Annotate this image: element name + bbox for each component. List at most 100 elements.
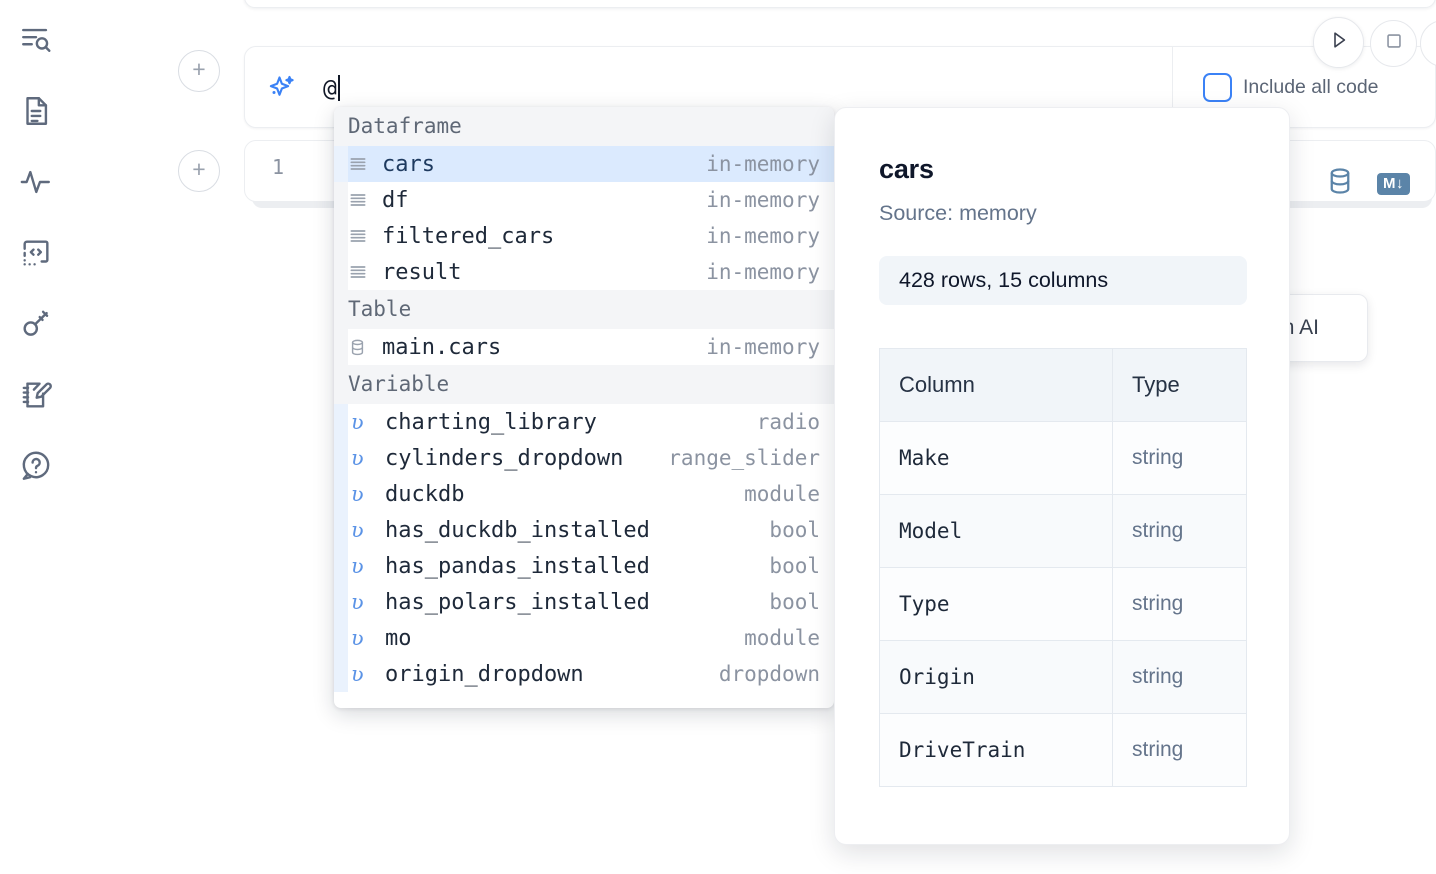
variable-icon: ʋ bbox=[351, 518, 364, 542]
autocomplete-item-label: filtered_cars bbox=[382, 223, 555, 249]
autocomplete-item-has-pandas-installed[interactable]: ʋ has_pandas_installed bool bbox=[334, 548, 834, 584]
column-name-cell: Make bbox=[879, 421, 1113, 495]
column-header: Type bbox=[1112, 348, 1247, 422]
column-name-cell: Origin bbox=[879, 640, 1113, 714]
ai-tooltip-label: h AI bbox=[1282, 316, 1319, 339]
dataframe-rows-icon bbox=[348, 190, 382, 210]
autocomplete-item-label: main.cars bbox=[382, 334, 502, 360]
autocomplete-item-type: dropdown bbox=[718, 662, 820, 686]
autocomplete-item-label: cylinders_dropdown bbox=[385, 445, 624, 471]
sparkles-icon bbox=[267, 73, 297, 103]
autocomplete-item-label: duckdb bbox=[385, 481, 465, 507]
autocomplete-item-type: radio bbox=[756, 410, 820, 434]
preview-title: cars bbox=[879, 154, 934, 184]
add-cell-button-top[interactable]: + bbox=[178, 50, 220, 92]
key-icon bbox=[19, 307, 53, 341]
autocomplete-item-cars[interactable]: cars in-memory bbox=[334, 146, 834, 182]
file-text-icon bbox=[19, 94, 53, 128]
sidebar-item-explorer-search[interactable] bbox=[12, 16, 60, 64]
cell-action-icons: M↓ bbox=[1325, 166, 1410, 201]
include-all-code-row[interactable]: Include all code bbox=[1203, 73, 1379, 102]
code-brackets-icon bbox=[19, 236, 53, 270]
autocomplete-item-label: charting_library bbox=[385, 409, 597, 435]
variable-icon: ʋ bbox=[351, 482, 364, 506]
autocomplete-item-type: in-memory bbox=[706, 188, 820, 212]
column-name-cell: Type bbox=[879, 567, 1113, 641]
autocomplete-item-type: bool bbox=[769, 590, 820, 614]
play-triangle-icon bbox=[1327, 28, 1351, 57]
preview-source: Source: memory bbox=[879, 201, 1037, 225]
sidebar-item-snippets[interactable] bbox=[12, 229, 60, 277]
cell-card-above bbox=[244, 0, 1436, 8]
variable-icon: ʋ bbox=[351, 410, 364, 434]
sidebar-item-help[interactable] bbox=[12, 442, 60, 490]
column-type-cell: string bbox=[1112, 640, 1247, 714]
autocomplete-item-label: has_pandas_installed bbox=[385, 553, 650, 579]
column-name-cell: Model bbox=[879, 494, 1113, 568]
text-caret bbox=[337, 74, 340, 101]
sidebar-item-scratchpad[interactable] bbox=[12, 371, 60, 419]
run-prompt-button[interactable] bbox=[1313, 17, 1364, 68]
ai-prompt-input[interactable]: @ bbox=[323, 75, 337, 102]
column-type-cell: string bbox=[1112, 713, 1247, 787]
list-search-icon bbox=[19, 23, 53, 57]
autocomplete-item-label: mo bbox=[385, 625, 412, 651]
autocomplete-item-label: df bbox=[382, 187, 409, 213]
autocomplete-item-label: cars bbox=[382, 151, 435, 177]
variable-icon: ʋ bbox=[351, 554, 364, 578]
include-all-code-checkbox[interactable] bbox=[1203, 73, 1232, 102]
autocomplete-item-df[interactable]: df in-memory bbox=[334, 182, 834, 218]
sidebar-item-secrets[interactable] bbox=[12, 300, 60, 348]
line-number: 1 bbox=[272, 155, 285, 179]
column-header: Column bbox=[879, 348, 1113, 422]
autocomplete-item-label: origin_dropdown bbox=[385, 661, 584, 687]
autocomplete-item-type: in-memory bbox=[706, 152, 820, 176]
sidebar-item-activity[interactable] bbox=[12, 158, 60, 206]
autocomplete-item-type: bool bbox=[769, 554, 820, 578]
stop-button[interactable] bbox=[1370, 20, 1417, 67]
sidebar-rail bbox=[0, 0, 72, 874]
autocomplete-item-filtered-cars[interactable]: filtered_cars in-memory bbox=[334, 218, 834, 254]
ai-prompt-input-area[interactable]: @ bbox=[245, 47, 1173, 128]
sidebar-item-documents[interactable] bbox=[12, 87, 60, 135]
database-icon[interactable] bbox=[1325, 166, 1355, 201]
autocomplete-item-type: in-memory bbox=[706, 224, 820, 248]
autocomplete-item-label: has_duckdb_installed bbox=[385, 517, 650, 543]
variable-icon: ʋ bbox=[351, 590, 364, 614]
autocomplete-item-cylinders-dropdown[interactable]: ʋ cylinders_dropdown range_slider bbox=[334, 440, 834, 476]
autocomplete-item-type: module bbox=[744, 626, 820, 650]
dataframe-rows-icon bbox=[348, 154, 382, 174]
autocomplete-item-type: bool bbox=[769, 518, 820, 542]
markdown-badge[interactable]: M↓ bbox=[1377, 172, 1410, 195]
autocomplete-group-header: Table bbox=[334, 290, 834, 329]
autocomplete-item-label: result bbox=[382, 259, 462, 285]
include-all-code-label: Include all code bbox=[1243, 76, 1379, 98]
autocomplete-item-has-duckdb-installed[interactable]: ʋ has_duckdb_installed bool bbox=[334, 512, 834, 548]
variable-icon: ʋ bbox=[351, 446, 364, 470]
stop-square-icon bbox=[1383, 30, 1405, 57]
variable-icon: ʋ bbox=[351, 626, 364, 650]
variable-icon: ʋ bbox=[351, 662, 364, 686]
plus-icon: + bbox=[192, 155, 206, 182]
column-name-cell: DriveTrain bbox=[879, 713, 1113, 787]
add-cell-button-bottom[interactable]: + bbox=[178, 150, 220, 192]
plus-icon: + bbox=[192, 55, 206, 82]
question-chat-icon bbox=[19, 449, 53, 483]
autocomplete-item-origin-dropdown[interactable]: ʋ origin_dropdown dropdown bbox=[334, 656, 834, 692]
database-icon bbox=[348, 338, 382, 357]
autocomplete-item-type: range_slider bbox=[668, 446, 820, 470]
autocomplete-item-charting-library[interactable]: ʋ charting_library radio bbox=[334, 404, 834, 440]
